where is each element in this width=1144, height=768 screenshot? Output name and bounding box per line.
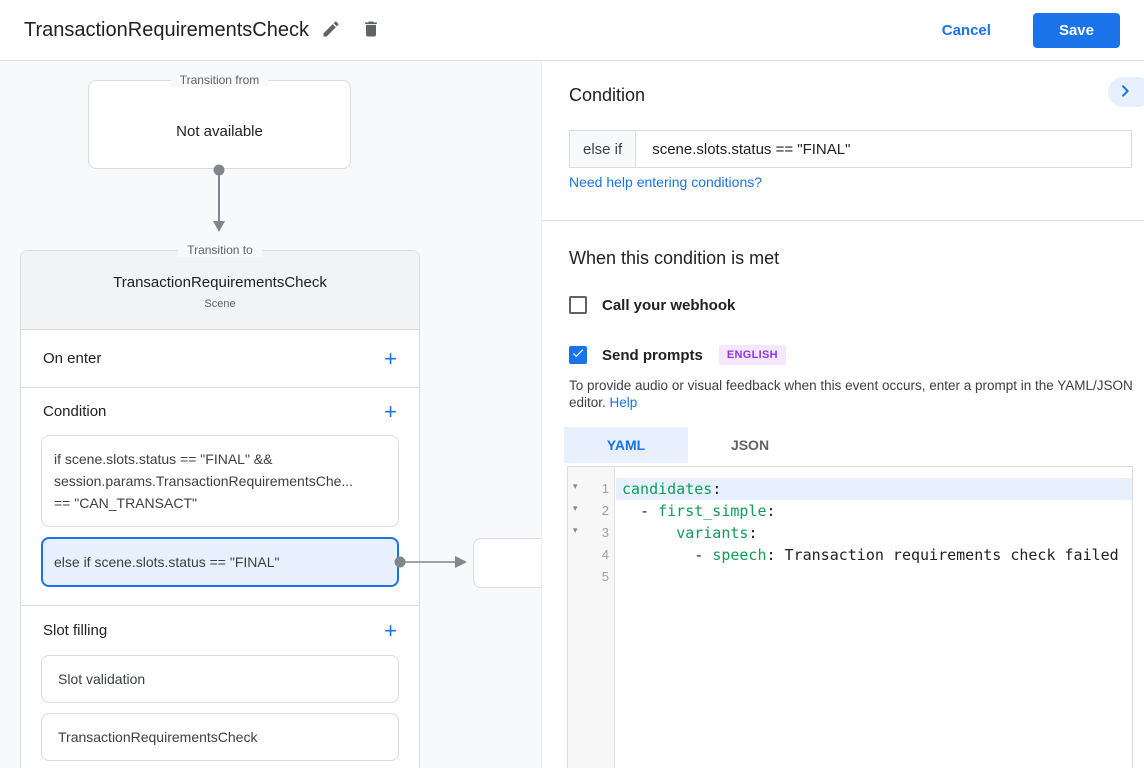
slot-handler-item[interactable]: TransactionRequirementsCheck: [41, 713, 399, 761]
line-number: 3: [601, 525, 609, 540]
editor-gutter: [568, 467, 615, 768]
code-text[interactable]: - first_simple:: [622, 502, 776, 520]
slot-filling-header-row: Slot filling +: [21, 606, 419, 655]
send-prompts-checkbox[interactable]: [569, 346, 587, 364]
scene-card-title: TransactionRequirementsCheck: [113, 274, 327, 291]
line-number: 5: [601, 569, 609, 584]
fold-arrow-icon[interactable]: ▾: [573, 503, 578, 513]
transition-from-legend: Transition from: [170, 73, 269, 87]
line-number: 2: [601, 503, 609, 518]
condition-expression-field: else if: [569, 130, 1132, 168]
conditions-help-link[interactable]: Need help entering conditions?: [569, 174, 763, 190]
code-text[interactable]: - speech: Transaction requirements check…: [622, 546, 1119, 564]
collapse-panel-button[interactable]: [1108, 77, 1144, 107]
panel-heading: Condition: [569, 85, 646, 105]
send-prompts-label: Send prompts: [602, 346, 703, 364]
gutter-cell: 5: [568, 566, 616, 588]
gutter-cell: 4: [568, 544, 616, 566]
transition-to-legend: Transition to: [178, 243, 262, 257]
condition-item[interactable]: if scene.slots.status == "FINAL" && sess…: [41, 435, 399, 527]
condition-item-line: session.params.TransactionRequirementsCh…: [54, 473, 354, 489]
cancel-button[interactable]: Cancel: [926, 14, 1007, 47]
condition-prefix-label: else if: [570, 131, 637, 167]
slot-filling-section: Slot filling + Slot validation Transacti…: [21, 606, 419, 761]
condition-item-selected[interactable]: else if scene.slots.status == "FINAL": [41, 537, 399, 587]
line-number: 4: [601, 547, 609, 562]
edit-scene-button[interactable]: [313, 12, 349, 48]
editor-code-lines: ▾ 1 candidates: ▾ 2 - first_simple: ▾: [568, 478, 1132, 588]
condition-editor-panel: Condition else if Need help entering con…: [541, 61, 1144, 768]
webhook-label: Call your webhook: [602, 296, 736, 314]
save-button[interactable]: Save: [1032, 12, 1120, 48]
trash-icon: [361, 19, 381, 42]
transition-from-box[interactable]: Transition from Not available: [88, 73, 351, 169]
pencil-icon: [321, 19, 341, 42]
condition-label: Condition: [43, 403, 107, 420]
condition-expression-input[interactable]: [636, 131, 1131, 167]
scene-card-header[interactable]: TransactionRequirementsCheck Scene: [21, 251, 419, 330]
code-line: ▾ 2 - first_simple:: [568, 500, 1132, 522]
gutter-cell: ▾ 1: [568, 478, 616, 500]
gutter-cell: ▾ 2: [568, 500, 616, 522]
webhook-checkbox[interactable]: [569, 296, 587, 314]
condition-item-line: == "CAN_TRANSACT": [54, 495, 197, 511]
editor-format-tabs: YAML JSON: [564, 427, 812, 463]
prompt-description-text: To provide audio or visual feedback when…: [569, 378, 1133, 410]
fold-arrow-icon[interactable]: ▾: [573, 481, 578, 491]
condition-item-line: if scene.slots.status == "FINAL" &&: [54, 451, 273, 467]
code-line: 5: [568, 566, 1132, 588]
condition-header-row: Condition +: [21, 388, 419, 435]
yaml-code-editor[interactable]: ▾ 1 candidates: ▾ 2 - first_simple: ▾: [567, 466, 1133, 768]
page-title: TransactionRequirementsCheck: [24, 18, 309, 41]
slot-filling-label: Slot filling: [43, 622, 108, 639]
delete-scene-button[interactable]: [353, 12, 389, 48]
add-condition-button[interactable]: +: [384, 398, 397, 424]
code-line: ▾ 3 variants:: [568, 522, 1132, 544]
when-met-heading: When this condition is met: [569, 248, 780, 268]
transition-target-box[interactable]: [473, 538, 541, 588]
add-on-enter-button[interactable]: +: [384, 345, 397, 371]
panel-divider: [542, 220, 1144, 221]
top-bar: TransactionRequirementsCheck Cancel Save: [0, 0, 1144, 61]
code-line: ▾ 1 candidates:: [568, 478, 1132, 500]
connector-arrow-right: [394, 556, 467, 568]
code-line: 4 - speech: Transaction requirements che…: [568, 544, 1132, 566]
add-slot-button[interactable]: +: [384, 617, 397, 643]
scene-card-subtitle: Scene: [204, 298, 236, 310]
checkmark-icon: [571, 346, 585, 365]
webhook-row: Call your webhook: [569, 296, 735, 314]
language-badge: ENGLISH: [718, 345, 786, 365]
chevron-right-icon: [1117, 83, 1133, 102]
on-enter-label: On enter: [43, 350, 102, 367]
gutter-cell: ▾ 3: [568, 522, 616, 544]
tab-yaml[interactable]: YAML: [564, 427, 688, 463]
condition-item-line: else if scene.slots.status == "FINAL": [54, 554, 280, 570]
scene-card: Transition to TransactionRequirementsChe…: [20, 243, 420, 768]
slot-handler-item[interactable]: Slot validation: [41, 655, 399, 703]
condition-section: Condition + if scene.slots.status == "FI…: [21, 388, 419, 606]
transition-from-value: Not available: [176, 123, 263, 140]
on-enter-row: On enter +: [21, 330, 419, 388]
tab-json[interactable]: JSON: [688, 427, 812, 463]
code-text[interactable]: candidates:: [616, 478, 1132, 500]
code-text[interactable]: [616, 566, 1132, 588]
scene-canvas: Transition from Not available Transition…: [0, 61, 541, 768]
prompt-description: To provide audio or visual feedback when…: [569, 377, 1135, 411]
connector-arrow-down: [213, 164, 225, 232]
code-text[interactable]: variants:: [676, 524, 758, 542]
help-link[interactable]: Help: [609, 395, 638, 410]
line-number: 1: [601, 481, 609, 496]
main-area: Transition from Not available Transition…: [0, 61, 1144, 768]
send-prompts-row: Send prompts ENGLISH: [569, 345, 786, 365]
fold-arrow-icon[interactable]: ▾: [573, 525, 578, 535]
